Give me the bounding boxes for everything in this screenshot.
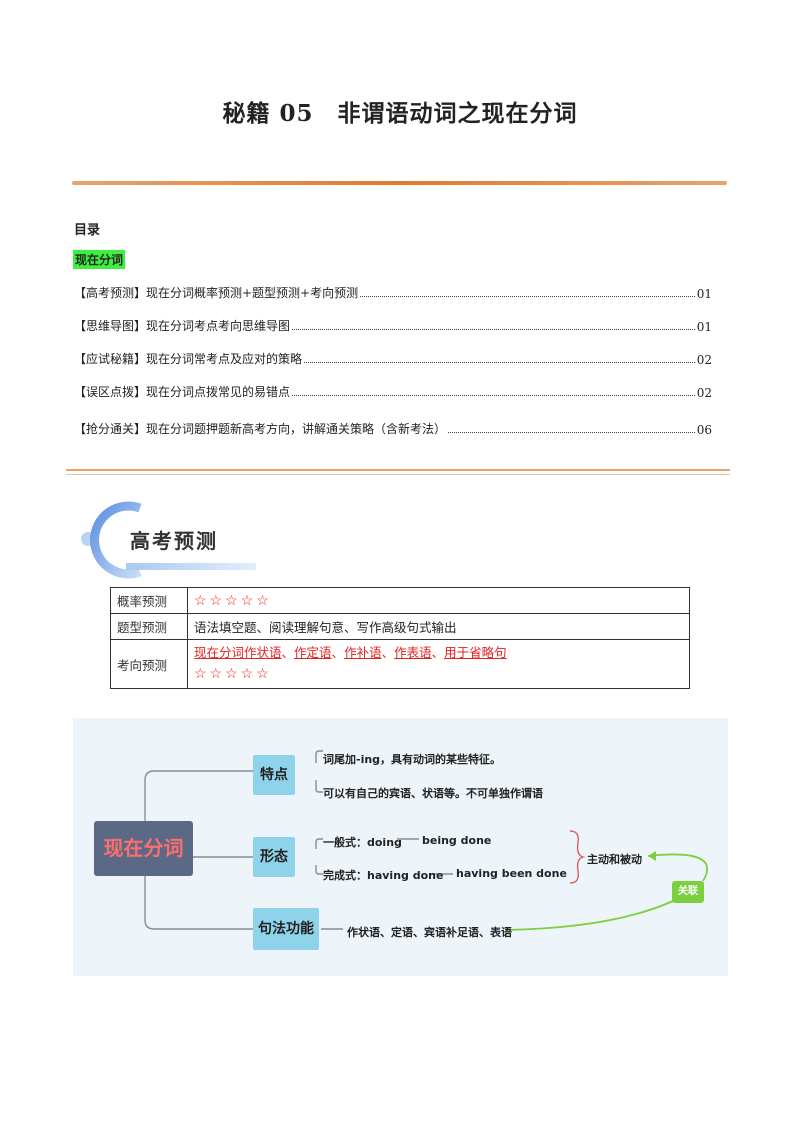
toc-item-text: 【误区点拨】现在分词点拨常见的易错点 xyxy=(74,385,291,399)
toc-item-text: 【应试秘籍】现在分词常考点及应对的策略 xyxy=(74,352,303,366)
toc-item-page: 02 xyxy=(696,353,712,367)
focus-item: 作补语 xyxy=(344,645,382,660)
toc-item[interactable]: 【抢分通关】现在分词题押题新高考方向，讲解通关策略（含新考法） 06 xyxy=(74,419,712,437)
section-banner-title: 高考预测 xyxy=(130,529,218,553)
table-row: 题型预测 语法填空题、阅读理解句意、写作高级句式输出 xyxy=(110,613,690,640)
table-cell-label: 概率预测 xyxy=(110,587,188,614)
mind-map-node-syntax: 句法功能 xyxy=(253,908,319,950)
form-perfect-passive: having been done xyxy=(456,867,567,880)
table-cell-label: 题型预测 xyxy=(110,613,188,640)
rating-stars: ☆☆☆☆☆ xyxy=(194,666,272,682)
link-badge: 关联 xyxy=(672,881,704,903)
table-row: 概率预测 ☆☆☆☆☆ xyxy=(110,587,690,614)
toc-heading: 目录 xyxy=(74,223,101,238)
table-cell-value: 现在分词作状语、作定语、作补语、作表语、用于省略句 ☆☆☆☆☆ xyxy=(187,639,690,689)
table-cell-label: 考向预测 xyxy=(110,639,188,689)
toc-leader-dots xyxy=(304,362,695,363)
mind-map-node-forms: 形态 xyxy=(253,837,295,877)
active-passive-text: 主动和被动 xyxy=(587,853,642,866)
focus-item: 作表语 xyxy=(394,645,432,660)
syntax-roles-text: 作状语、定语、宾语补足语、表语 xyxy=(347,926,512,939)
toc-leader-dots xyxy=(292,395,695,396)
toc-section-highlight: 现在分词 xyxy=(73,250,126,269)
form-general-passive: being done xyxy=(422,834,492,847)
toc-item-page: 06 xyxy=(696,423,712,437)
toc-divider-thin xyxy=(66,474,730,475)
toc-leader-dots xyxy=(448,432,695,433)
toc-divider xyxy=(66,469,730,471)
toc-item-text: 【高考预测】现在分词概率预测+题型预测+考向预测 xyxy=(74,286,359,300)
toc-item[interactable]: 【误区点拨】现在分词点拨常见的易错点 02 xyxy=(74,382,712,400)
toc-leader-dots xyxy=(360,296,695,297)
mind-map-root: 现在分词 xyxy=(94,821,193,876)
toc-item[interactable]: 【思维导图】现在分词考点考向思维导图 01 xyxy=(74,316,712,334)
focus-item: 现在分词作状语 xyxy=(194,645,282,660)
toc-item-text: 【思维导图】现在分词考点考向思维导图 xyxy=(74,319,291,333)
separator: 、 xyxy=(431,645,445,660)
toc-item[interactable]: 【高考预测】现在分词概率预测+题型预测+考向预测 01 xyxy=(74,283,712,301)
form-perfect: 完成式：having done xyxy=(323,869,444,882)
form-general: 一般式：doing xyxy=(323,836,402,849)
mind-map-node-features: 特点 xyxy=(253,755,295,795)
focus-item: 用于省略句 xyxy=(444,645,507,660)
feature-text: 可以有自己的宾语、状语等。不可单独作谓语 xyxy=(323,787,543,800)
prediction-table: 概率预测 ☆☆☆☆☆ 题型预测 语法填空题、阅读理解句意、写作高级句式输出 考向… xyxy=(110,587,690,689)
table-row: 考向预测 现在分词作状语、作定语、作补语、作表语、用于省略句 ☆☆☆☆☆ xyxy=(110,639,690,689)
feature-text: 词尾加-ing，具有动词的某些特征。 xyxy=(323,753,502,766)
title-divider xyxy=(72,181,727,185)
mind-map-connectors xyxy=(144,750,709,931)
document-title: 秘籍 05 非谓语动词之现在分词 xyxy=(222,100,578,127)
table-cell-value: ☆☆☆☆☆ xyxy=(187,587,690,614)
toc-item-text: 【抢分通关】现在分词题押题新高考方向，讲解通关策略（含新考法） xyxy=(74,422,447,436)
separator: 、 xyxy=(381,645,395,660)
section-banner-graphic xyxy=(81,501,256,579)
separator: 、 xyxy=(281,645,295,660)
toc-item-page: 01 xyxy=(696,287,712,301)
toc-item[interactable]: 【应试秘籍】现在分词常考点及应对的策略 02 xyxy=(74,349,712,367)
focus-item: 作定语 xyxy=(294,645,332,660)
rating-stars: ☆☆☆☆☆ xyxy=(194,592,272,609)
table-cell-value: 语法填空题、阅读理解句意、写作高级句式输出 xyxy=(187,613,690,640)
toc-item-page: 01 xyxy=(696,320,712,334)
separator: 、 xyxy=(331,645,345,660)
toc-item-page: 02 xyxy=(696,386,712,400)
banner-ring-icon xyxy=(90,501,142,579)
arrow-head-icon xyxy=(648,851,656,861)
toc-leader-dots xyxy=(292,329,695,330)
